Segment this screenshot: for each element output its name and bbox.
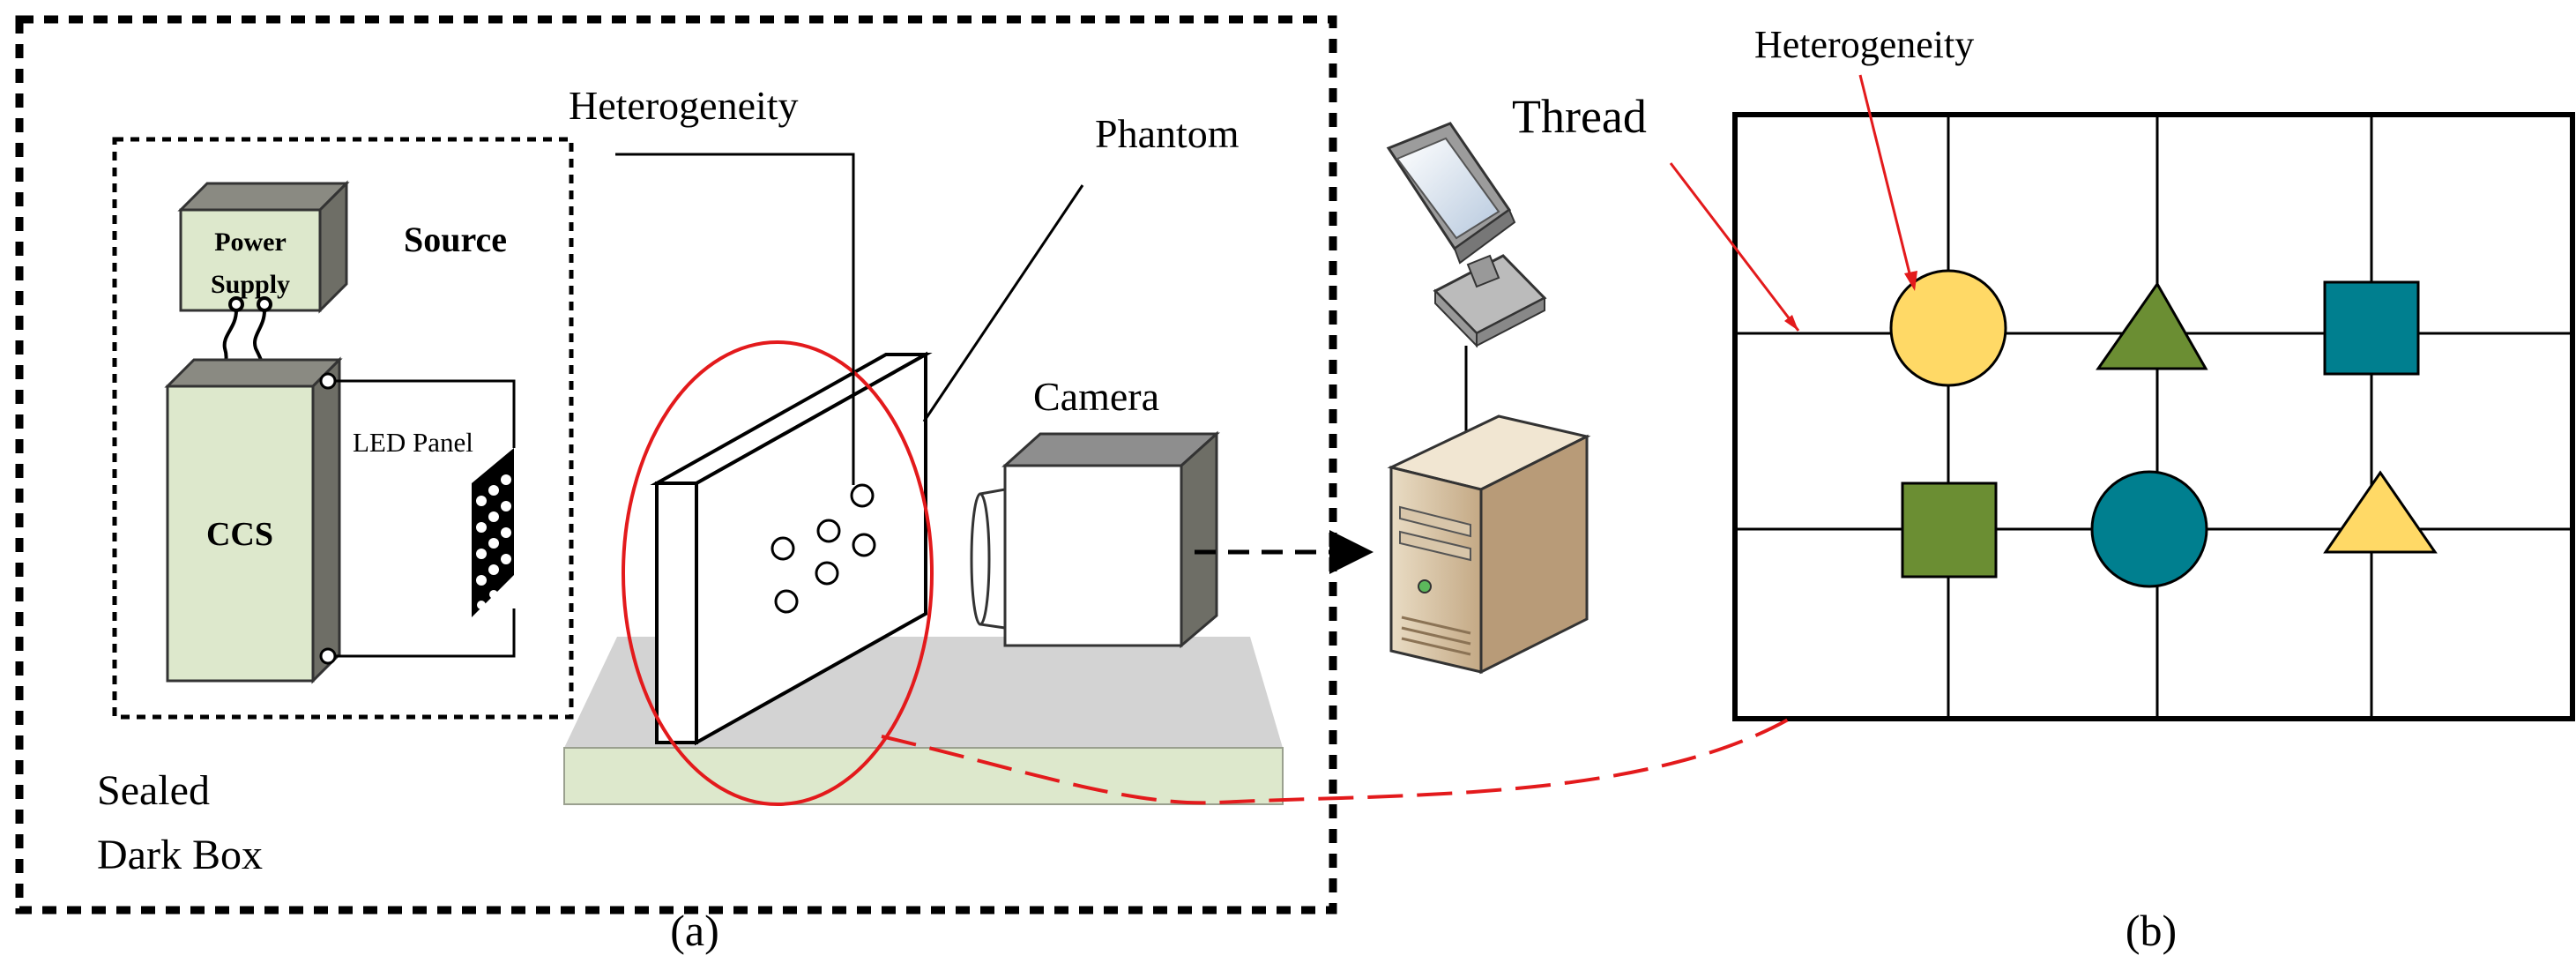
phantom-label: Phantom <box>1095 111 1240 156</box>
thread-callout-arrowhead <box>1784 315 1798 331</box>
heterogeneity-callout-line <box>615 153 855 485</box>
phantom <box>650 351 933 746</box>
shape-green-square <box>1901 482 1998 579</box>
ccs-label: CCS <box>206 516 273 553</box>
ccs-unit: CCS <box>164 356 343 684</box>
computer <box>1386 122 1591 675</box>
panel-a-caption: (a) <box>670 906 719 955</box>
heterogeneity-label-a: Heterogeneity <box>569 83 799 128</box>
heterogeneity-label-b: Heterogeneity <box>1754 23 1974 66</box>
dark-box-label-line1: Sealed <box>97 767 210 814</box>
shape-teal-circle <box>2090 470 2208 588</box>
led-wiring <box>319 372 516 665</box>
power-supply-label-line2: Supply <box>211 270 290 299</box>
phantom-highlight-ellipse <box>622 340 934 806</box>
led-panel-label: LED Panel <box>353 427 473 458</box>
led-panel <box>472 448 514 617</box>
thread-grid-frame <box>1732 112 2575 721</box>
computer-tower-icon <box>1387 414 1591 675</box>
camera-label: Camera <box>1033 374 1159 419</box>
thread-callout-line <box>1669 162 1800 332</box>
phantom-to-grid-link <box>881 717 1791 805</box>
panel-b: Heterogeneity Thread (b) <box>1512 23 2575 955</box>
power-supply-label-line1: Power <box>214 228 287 257</box>
sealed-dark-box <box>15 15 1337 914</box>
thread-label: Thread <box>1512 90 1647 143</box>
dark-box-label-line2: Dark Box <box>97 832 263 878</box>
monitor-icon <box>1386 122 1547 348</box>
panel-a: Source Power Supply CCS <box>15 15 1374 955</box>
shape-green-triangle <box>2096 281 2208 370</box>
panel-b-caption: (b) <box>2126 906 2177 955</box>
shape-teal-square <box>2323 280 2420 376</box>
heterogeneity-callout-arrowhead <box>1904 271 1917 291</box>
shape-yellow-triangle <box>2323 470 2438 554</box>
power-supply: Power Supply <box>177 180 350 314</box>
source-label: Source <box>404 220 507 259</box>
source-box <box>112 137 574 720</box>
phantom-callout-line <box>922 184 1084 422</box>
shape-yellow-circle <box>1889 269 2007 387</box>
heterogeneity-callout-line-b <box>1858 74 1913 281</box>
camera <box>970 430 1220 649</box>
heterogeneity-markers <box>771 483 876 614</box>
